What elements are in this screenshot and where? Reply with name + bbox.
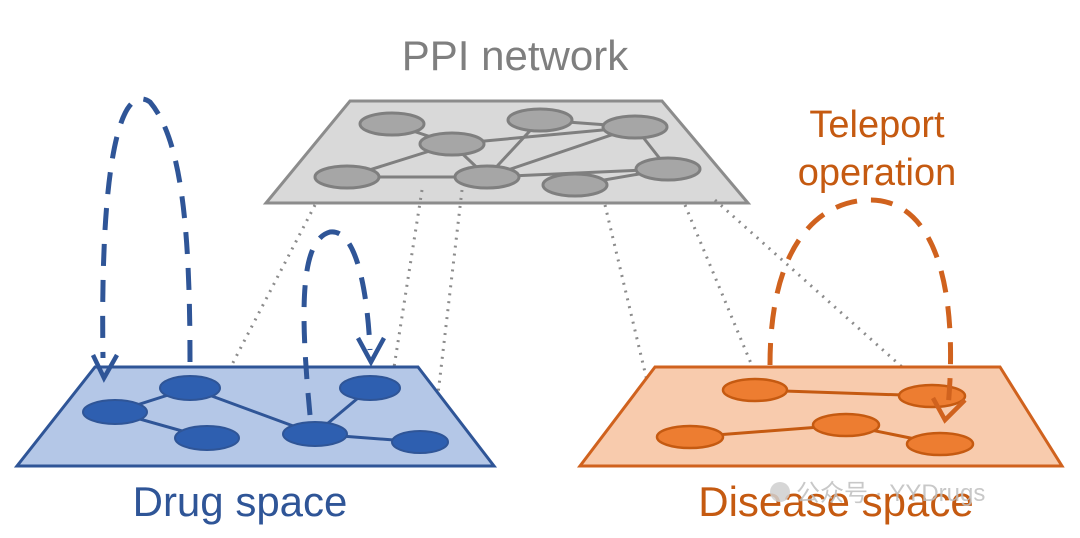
projection-lines [223, 189, 931, 446]
drug-space-plane [13, 365, 498, 468]
disease-space-plane [576, 365, 1065, 468]
watermark: 公众号 · YYDrugs [770, 480, 985, 507]
teleport-label-line1: Teleport [809, 104, 945, 146]
disease-nodes [655, 377, 975, 457]
teleport-label-line2: operation [798, 152, 956, 194]
drug-teleport-arcs [100, 96, 373, 416]
disease-teleport-arc [767, 197, 954, 409]
ppi-nodes [313, 107, 702, 198]
drug-nodes [82, 375, 449, 454]
ppi-network-label: PPI network [402, 32, 629, 79]
wechat-icon [770, 482, 790, 502]
ppi-network-plane [262, 99, 752, 205]
drug-arrowhead-left [90, 353, 119, 383]
drug-space-label: Drug space [133, 478, 348, 525]
watermark-text: 公众号 · YYDrugs [796, 480, 985, 507]
disease-space-label: Disease space [698, 478, 973, 525]
disease-arrowhead [931, 396, 967, 424]
drug-arrowhead-right [356, 336, 386, 367]
